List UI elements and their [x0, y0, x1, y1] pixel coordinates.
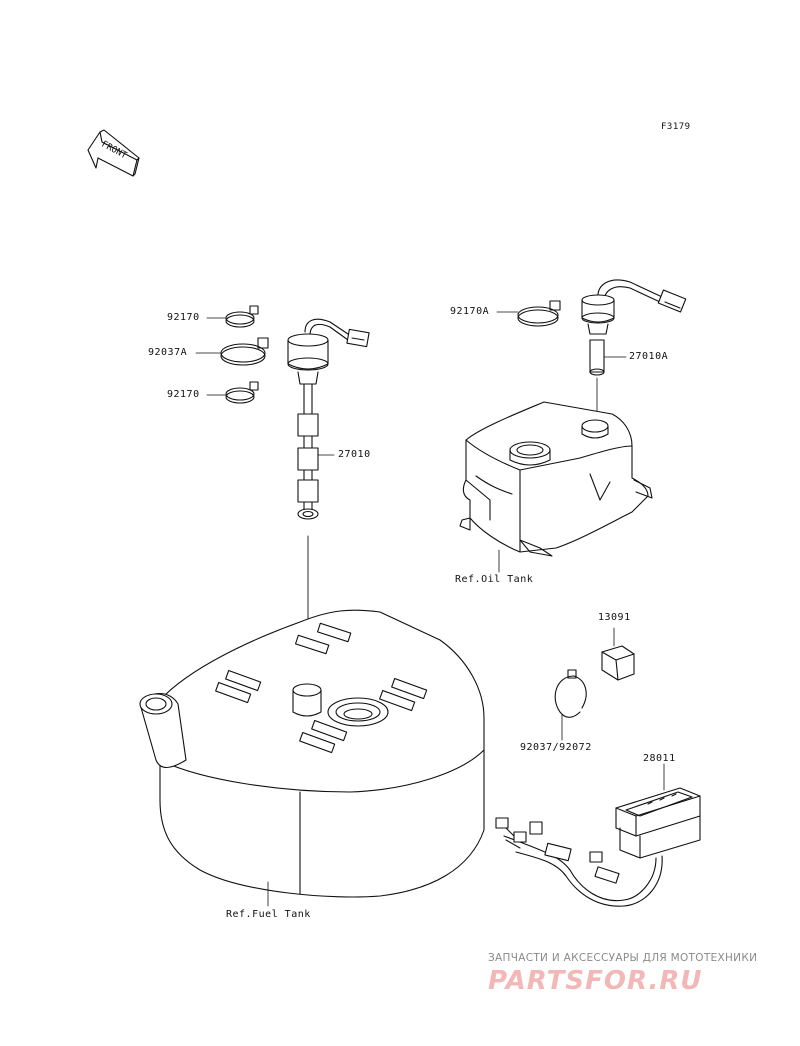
clamp-92170-lower — [225, 381, 259, 404]
callout-meter: 28011 — [643, 753, 676, 764]
callout-clamp-top-left: 92170 — [167, 312, 200, 323]
figure-code: F3179 — [661, 122, 691, 132]
oil-gauge-unit — [581, 279, 687, 376]
front-arrow-icon: FRONT — [87, 129, 140, 177]
callout-band-bottom: 92037/92072 — [520, 742, 592, 753]
band-92037a — [220, 337, 269, 366]
callout-clamp-lower-left: 92170 — [167, 389, 200, 400]
ref-fuel-tank-label: Ref.Fuel Tank — [226, 909, 311, 920]
bracket-13091 — [601, 645, 635, 681]
meter-28011 — [495, 787, 701, 907]
watermark-logo: PARTSFOR.RU — [488, 966, 703, 996]
fuel-gauge-unit — [287, 318, 370, 520]
oil-tank — [459, 401, 653, 557]
clamp-92170-top — [225, 305, 259, 328]
callout-clamp-right: 92170A — [450, 306, 490, 317]
ref-oil-tank-label: Ref.Oil Tank — [455, 574, 534, 585]
band-92037-92072 — [554, 669, 587, 718]
callout-oil-gauge-unit: 27010A — [629, 351, 669, 362]
fuel-tank — [139, 609, 485, 898]
callout-bracket: 13091 — [598, 612, 631, 623]
clamp-92170a — [517, 300, 561, 327]
callout-band-left: 92037A — [148, 347, 188, 358]
callout-fuel-gauge-unit: 27010 — [338, 449, 371, 460]
watermark-tagline: ЗАПЧАСТИ И АКСЕССУАРЫ ДЛЯ МОТОТЕХНИКИ — [488, 952, 758, 964]
